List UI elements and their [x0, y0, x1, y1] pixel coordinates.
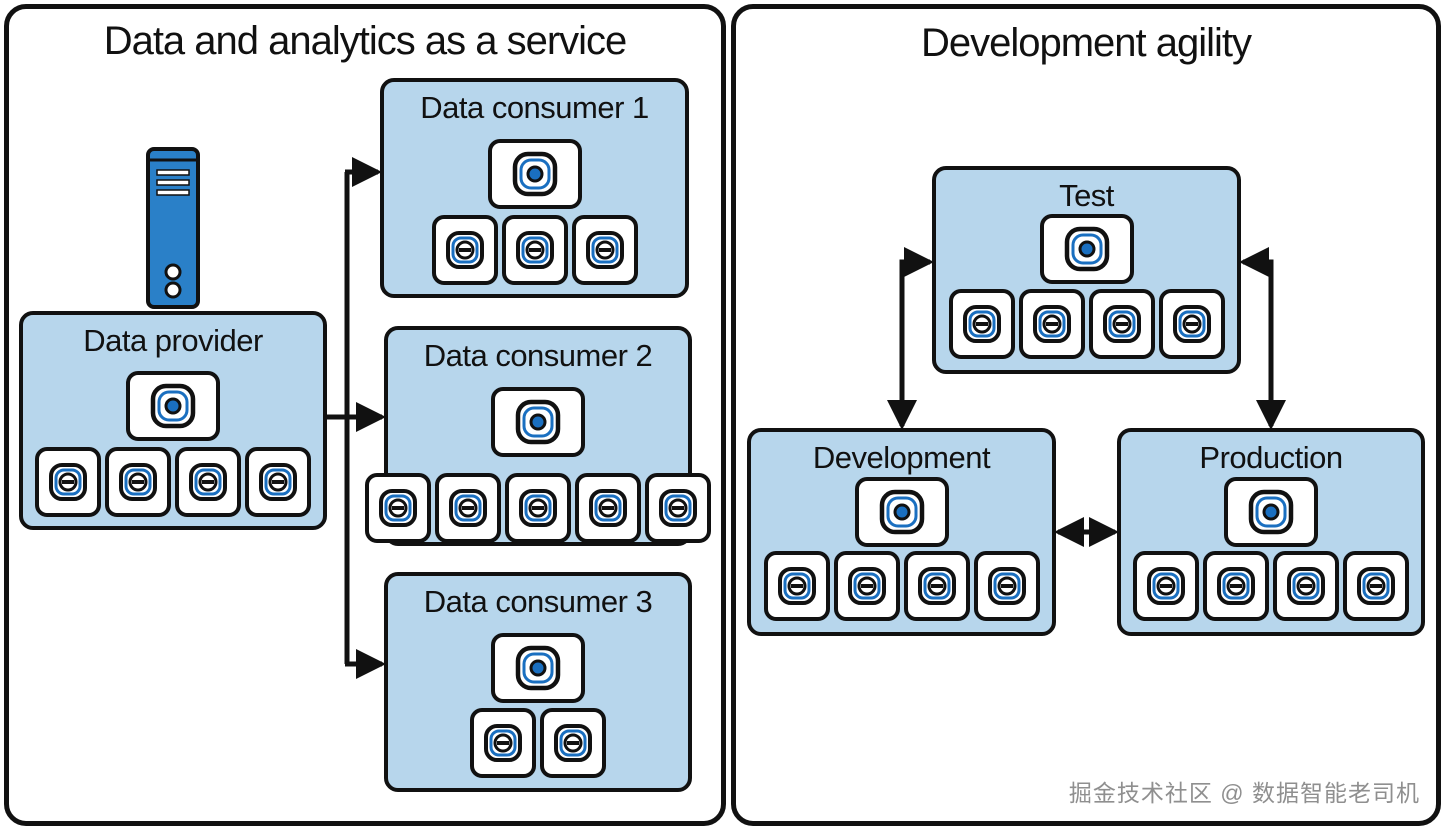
worker-node-icon — [833, 551, 900, 621]
data-consumer-2-label: Data consumer 2 — [423, 338, 653, 373]
worker-node-icon — [1158, 289, 1225, 359]
master-node-icon — [491, 387, 585, 457]
worker-node-icon — [431, 215, 498, 285]
worker-node-icon — [501, 215, 568, 285]
worker-node-icon — [175, 447, 241, 517]
production-label: Production — [1199, 440, 1343, 475]
worker-node-icon — [435, 473, 501, 543]
worker-node-icon — [105, 447, 171, 517]
development-label: Development — [812, 440, 991, 475]
master-node-icon — [1224, 477, 1318, 547]
worker-node-icon — [1088, 289, 1155, 359]
worker-node-icon — [1203, 551, 1269, 621]
worker-node-icon — [948, 289, 1015, 359]
master-node-icon — [487, 139, 582, 209]
data-provider-label: Data provider — [83, 323, 263, 358]
worker-node-icon — [35, 447, 101, 517]
worker-node-icon — [470, 708, 536, 778]
test-label: Test — [1059, 178, 1114, 213]
right-panel: Development agility — [731, 4, 1441, 826]
master-node-icon — [491, 633, 585, 703]
worker-node-icon — [571, 215, 638, 285]
worker-node-icon — [1133, 551, 1199, 621]
worker-node-icon — [973, 551, 1040, 621]
worker-node-icon — [540, 708, 606, 778]
data-consumer-1-label: Data consumer 1 — [420, 90, 649, 125]
master-node-icon — [854, 477, 949, 547]
panel-title-right: Development agility — [920, 21, 1252, 65]
panel-title-left: Data and analytics as a service — [103, 19, 628, 63]
master-node-icon — [126, 371, 220, 441]
worker-node-icon — [365, 473, 431, 543]
worker-node-icon — [763, 551, 830, 621]
worker-node-icon — [575, 473, 641, 543]
worker-node-icon — [645, 473, 711, 543]
worker-node-icon — [505, 473, 571, 543]
server-icon — [146, 147, 200, 309]
worker-node-icon — [245, 447, 311, 517]
data-consumer-3-label: Data consumer 3 — [423, 584, 653, 619]
worker-node-icon — [903, 551, 970, 621]
worker-node-icon — [1018, 289, 1085, 359]
worker-node-icon — [1273, 551, 1339, 621]
worker-node-icon — [1343, 551, 1409, 621]
master-node-icon — [1039, 214, 1134, 284]
watermark: 掘金技术社区 @ 数据智能老司机 — [1068, 780, 1420, 806]
